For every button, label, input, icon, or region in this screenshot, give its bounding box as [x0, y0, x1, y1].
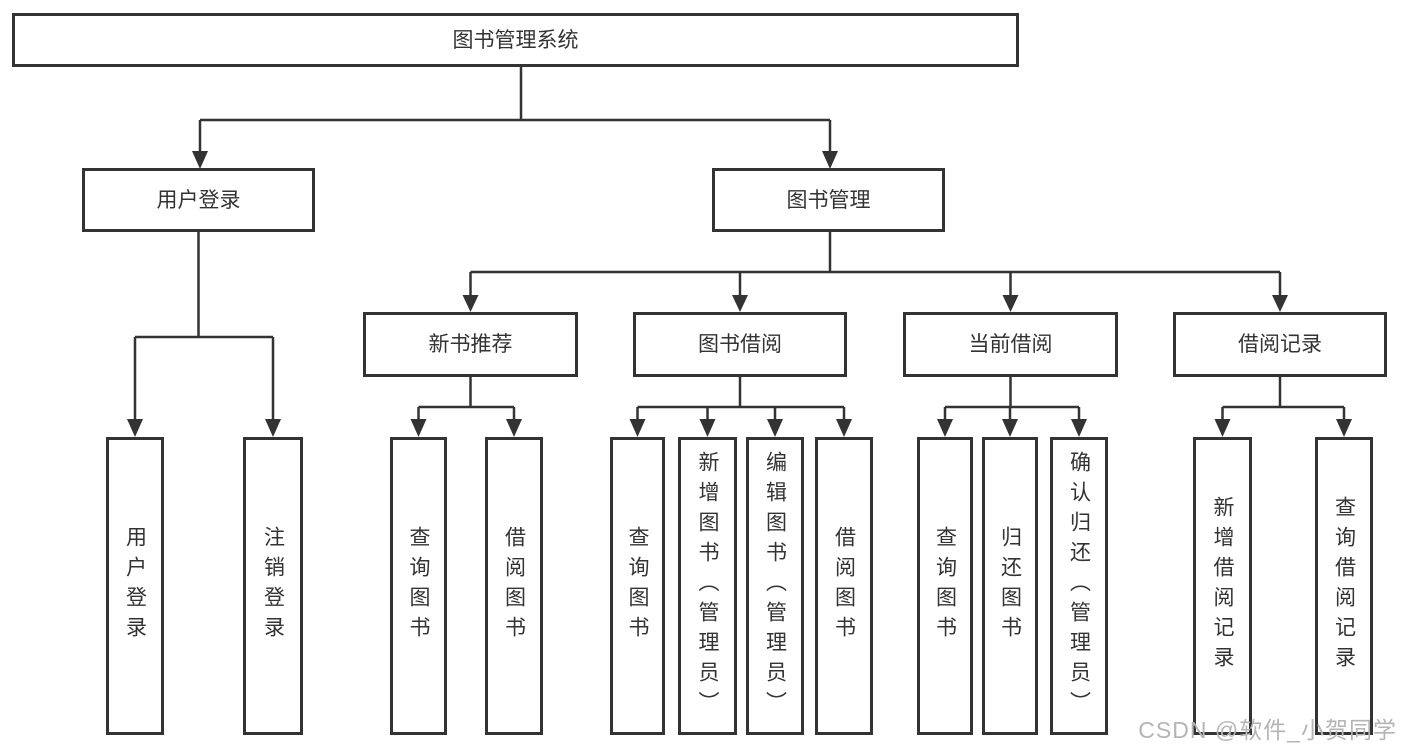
node-new-book-recommend: 新书推荐: [363, 312, 578, 377]
node-book-borrow: 图书借阅: [633, 312, 847, 377]
node-book-management: 图书管理: [712, 168, 945, 232]
leaf-current-query-books-label: 查询图书: [933, 526, 957, 646]
leaf-newbook-query-books-label: 查询图书: [407, 526, 430, 646]
node-library-management-system: 图书管理系统: [12, 13, 1019, 67]
leaf-confirm-return-admin-label: 确认归还（管理员）: [1067, 451, 1091, 721]
leaf-add-books-admin-label: 新增图书（管理员）: [696, 451, 719, 721]
branch-user-login: [127, 232, 281, 437]
leaf-return-books-label: 归还图书: [998, 526, 1022, 646]
node-leaf-newbook-query-books: 查询图书: [390, 437, 447, 735]
node-leaf-return-books: 归还图书: [982, 437, 1038, 735]
leaf-query-borrow-record-label: 查询借阅记录: [1332, 496, 1356, 676]
node-leaf-query-borrow-record: 查询借阅记录: [1315, 437, 1373, 735]
node-leaf-add-borrow-record: 新增借阅记录: [1193, 437, 1252, 735]
branch-book-management: [462, 232, 1288, 312]
branch-borrow-record: [1214, 377, 1352, 437]
leaf-logout-label: 注销登录: [261, 526, 285, 646]
node-leaf-edit-books-admin: 编辑图书（管理员）: [746, 437, 804, 735]
node-borrow-record: 借阅记录: [1173, 312, 1387, 377]
node-leaf-logout: 注销登录: [243, 437, 303, 735]
leaf-edit-books-admin-label: 编辑图书（管理员）: [763, 451, 787, 721]
branch-new-book: [410, 377, 522, 437]
leaf-add-borrow-record-label: 新增借阅记录: [1211, 496, 1234, 676]
node-leaf-confirm-return-admin: 确认归还（管理员）: [1050, 437, 1108, 735]
leaf-borrow-query-books-label: 查询图书: [626, 526, 649, 646]
leaf-borrow-borrow-books-label: 借阅图书: [832, 526, 856, 646]
node-leaf-user-login: 用户登录: [106, 437, 164, 735]
leaf-newbook-borrow-books-label: 借阅图书: [502, 526, 526, 646]
branch-root: [192, 67, 838, 169]
leaf-user-login-label: 用户登录: [123, 526, 147, 646]
csdn-watermark: CSDN @软件_小贺同学: [1138, 717, 1397, 743]
node-leaf-current-query-books: 查询图书: [917, 437, 973, 735]
node-current-borrow: 当前借阅: [903, 312, 1118, 377]
node-leaf-borrow-borrow-books: 借阅图书: [815, 437, 873, 735]
branch-current-borrow: [937, 377, 1087, 437]
node-leaf-add-books-admin: 新增图书（管理员）: [678, 437, 737, 735]
branch-book-borrow: [629, 377, 852, 437]
node-leaf-borrow-query-books: 查询图书: [610, 437, 665, 735]
node-leaf-newbook-borrow-books: 借阅图书: [485, 437, 543, 735]
node-user-login: 用户登录: [82, 168, 315, 232]
